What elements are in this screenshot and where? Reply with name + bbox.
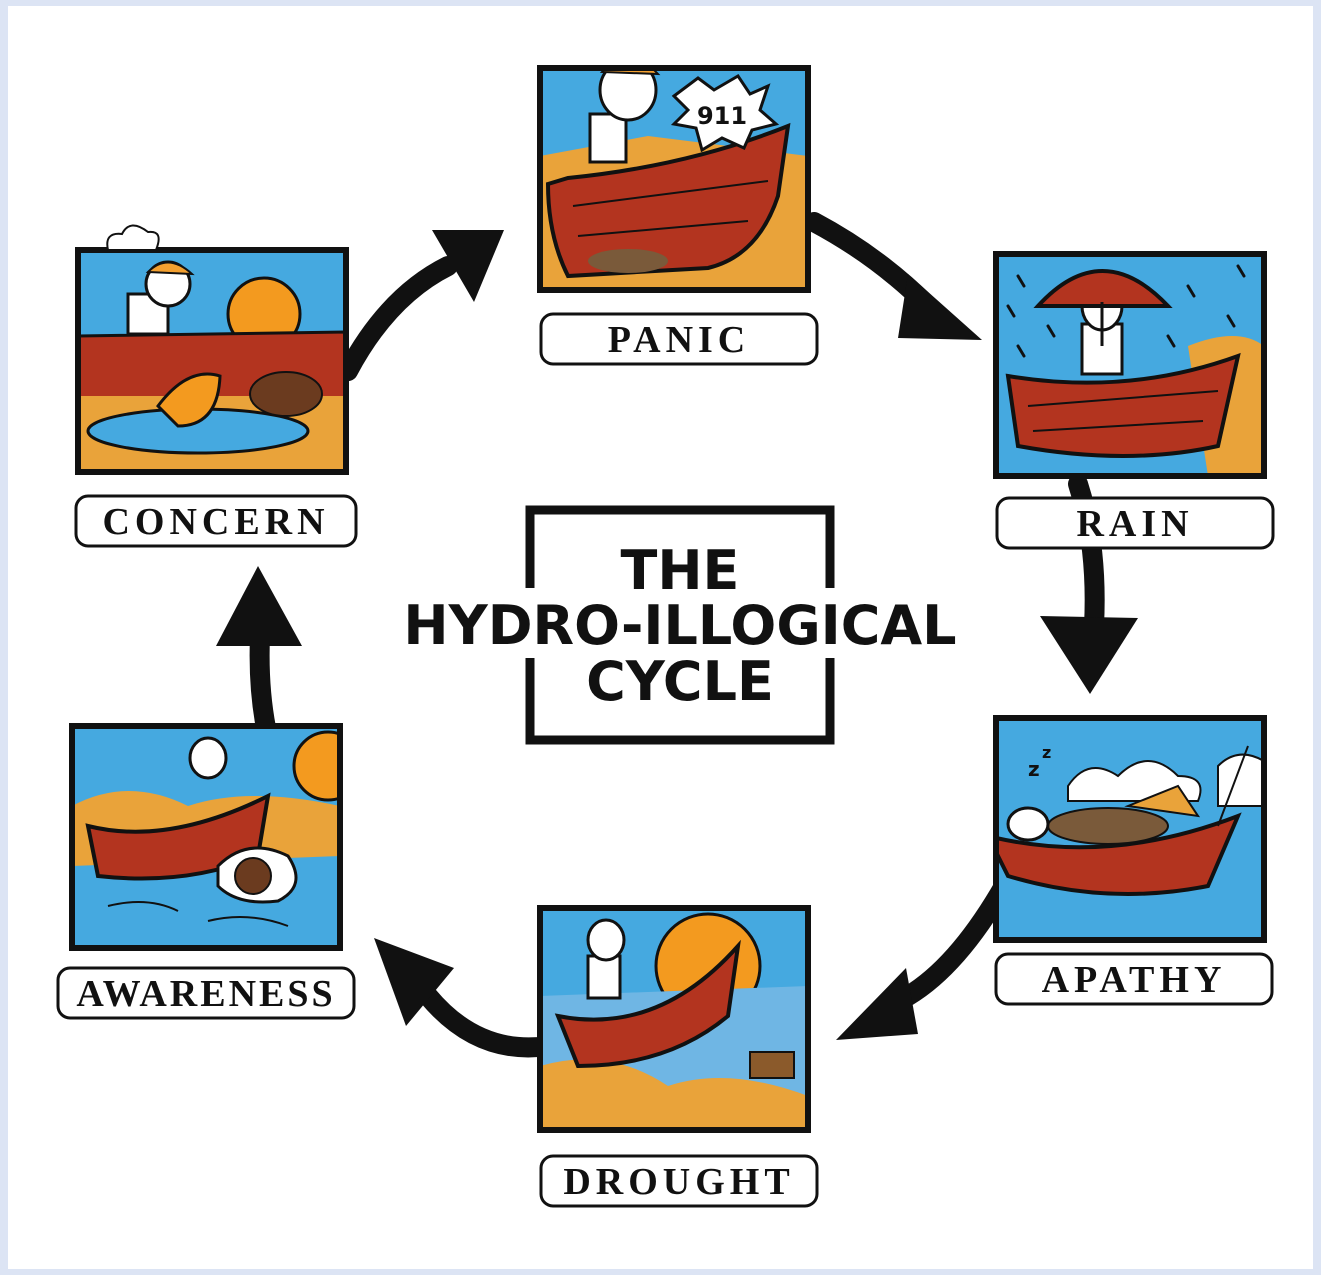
- svg-text:z: z: [1028, 757, 1040, 781]
- label-drought-text: DROUGHT: [563, 1161, 794, 1203]
- panel-rain: [993, 251, 1267, 479]
- arrow-drought-to-awareness: [374, 938, 558, 1058]
- person-head: [1006, 806, 1050, 842]
- person-body: [588, 112, 628, 164]
- panic-911-sign: 911: [697, 102, 747, 130]
- panel-awareness: [69, 723, 343, 951]
- exclaim-burst: [670, 73, 780, 153]
- title-box-gap: [394, 588, 966, 658]
- thought-cloud: [106, 224, 160, 251]
- stage-label-concern: CONCERN: [74, 494, 358, 548]
- rock: [249, 371, 323, 417]
- label-rain-text: RAIN: [1076, 503, 1193, 545]
- boat-hull: [545, 122, 791, 279]
- crate: [749, 1051, 795, 1079]
- rock: [234, 857, 272, 895]
- stage-label-apathy: APATHY: [994, 952, 1274, 1006]
- person-head: [188, 736, 228, 780]
- panel-concern: [75, 247, 349, 475]
- person-body: [586, 954, 622, 1000]
- panel-drought: [537, 905, 811, 1133]
- arrow-concern-to-panic: [338, 230, 504, 381]
- umbrella: [1033, 269, 1173, 308]
- arrow-apathy-to-drought: [836, 876, 1014, 1040]
- boat-hull: [1005, 352, 1241, 458]
- boat-hull: [554, 939, 741, 1069]
- title-line-1: THE: [621, 539, 740, 602]
- person-head: [598, 68, 658, 122]
- boat-hull: [85, 792, 271, 881]
- stage-label-rain: RAIN: [995, 496, 1275, 550]
- sun: [292, 730, 340, 802]
- panel-apathy: z z: [993, 715, 1267, 943]
- panel-panic: 911: [537, 65, 811, 293]
- label-awareness-text: AWARENESS: [76, 973, 335, 1015]
- fish: [156, 372, 222, 428]
- title-box: THE HYDRO-ILLOGICAL CYCLE: [394, 505, 966, 745]
- title-line-2: HYDRO-ILLOGICAL: [403, 594, 956, 657]
- label-panic-text: PANIC: [608, 319, 751, 361]
- diagram-canvas: THE HYDRO-ILLOGICAL CYCLE 911: [8, 6, 1313, 1269]
- boat-hull: [996, 812, 1242, 896]
- title-line-3: CYCLE: [586, 650, 774, 713]
- svg-text:z: z: [1042, 743, 1051, 762]
- stage-label-awareness: AWARENESS: [56, 966, 356, 1020]
- stage-label-drought: DROUGHT: [539, 1154, 819, 1208]
- label-apathy-text: APATHY: [1042, 959, 1227, 1001]
- stage-label-panic: PANIC: [539, 312, 819, 366]
- person-head: [586, 918, 626, 962]
- arrow-awareness-to-concern: [216, 566, 302, 738]
- hydro-illogical-cycle-diagram: THE HYDRO-ILLOGICAL CYCLE 911: [56, 65, 1275, 1208]
- label-concern-text: CONCERN: [102, 501, 329, 543]
- arrow-panic-to-rain: [804, 212, 982, 340]
